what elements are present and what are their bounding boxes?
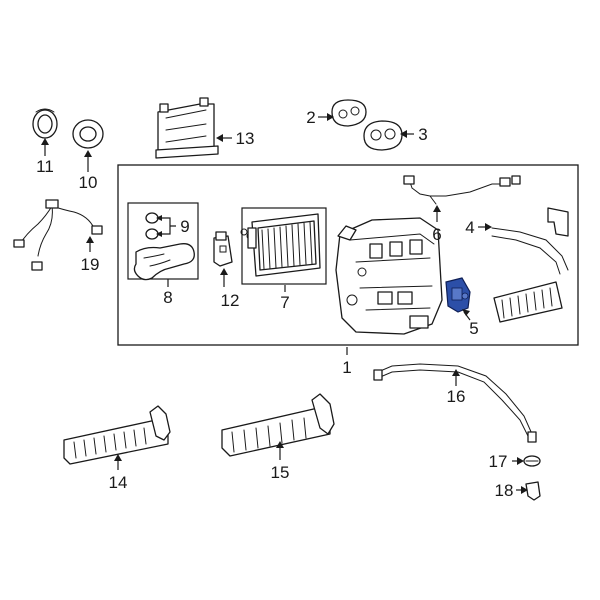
part-15-heater-element [221, 393, 335, 457]
part-11-grommet [32, 108, 58, 139]
part-12-valve [213, 231, 233, 267]
part-18-clip [525, 481, 541, 501]
group-frame-8 [127, 202, 199, 280]
callout-14: 14 [109, 473, 128, 492]
assembly-frame [117, 164, 579, 346]
part-3-seal [363, 120, 403, 151]
callout-9: 9 [180, 217, 189, 236]
part-8-hose [133, 243, 195, 281]
arrow-12 [220, 268, 228, 275]
arrow-3 [400, 130, 407, 138]
callout-6: 6 [432, 225, 441, 244]
arrow-14 [114, 454, 122, 461]
arrow-5 [462, 309, 470, 316]
arrow-11 [41, 138, 49, 145]
part-19-harness [13, 199, 103, 271]
arrow-19 [86, 236, 94, 243]
callout-4: 4 [465, 218, 474, 237]
callout-16: 16 [447, 387, 466, 406]
callout-18: 18 [495, 481, 514, 500]
part-1-hvac-case [335, 217, 443, 335]
arrow-9b [156, 231, 162, 237]
group-frame-7 [241, 207, 327, 285]
callout-11: 11 [36, 157, 54, 176]
callout-3: 3 [418, 125, 427, 144]
part-2-seal [331, 99, 367, 127]
arrow-4 [485, 223, 492, 231]
arrow-6 [433, 205, 441, 212]
arrow-10 [84, 150, 92, 157]
arrow-9a [156, 215, 162, 221]
arrow-13 [216, 134, 223, 142]
arrow-16 [452, 369, 460, 376]
part-6-harness [403, 175, 521, 205]
callout-13: 13 [236, 129, 255, 148]
callout-12: 12 [221, 291, 240, 310]
callout-1: 1 [342, 358, 351, 377]
callout-17: 17 [489, 452, 508, 471]
part-5-blower-motor [445, 277, 471, 313]
part-9-orings [145, 212, 159, 240]
part-13-bracket [155, 97, 219, 159]
callout-7: 7 [280, 293, 289, 312]
part-17-clip [523, 455, 541, 467]
leader-9 [158, 217, 176, 235]
arrow-2 [327, 113, 334, 121]
part-4-heater-core [491, 207, 569, 323]
part-7-evaporator [247, 213, 321, 277]
callout-5: 5 [469, 319, 478, 338]
arrow-15 [276, 441, 284, 448]
callout-8: 8 [163, 288, 172, 307]
callout-2: 2 [306, 108, 315, 127]
arrow-17 [517, 457, 524, 465]
part-16-drain-hose [373, 363, 537, 443]
callout-15: 15 [271, 463, 290, 482]
part-14-heater-element [63, 405, 171, 465]
callout-19: 19 [81, 255, 100, 274]
part-10-seal [72, 119, 104, 149]
callout-10: 10 [79, 173, 98, 192]
arrow-18 [521, 486, 528, 494]
